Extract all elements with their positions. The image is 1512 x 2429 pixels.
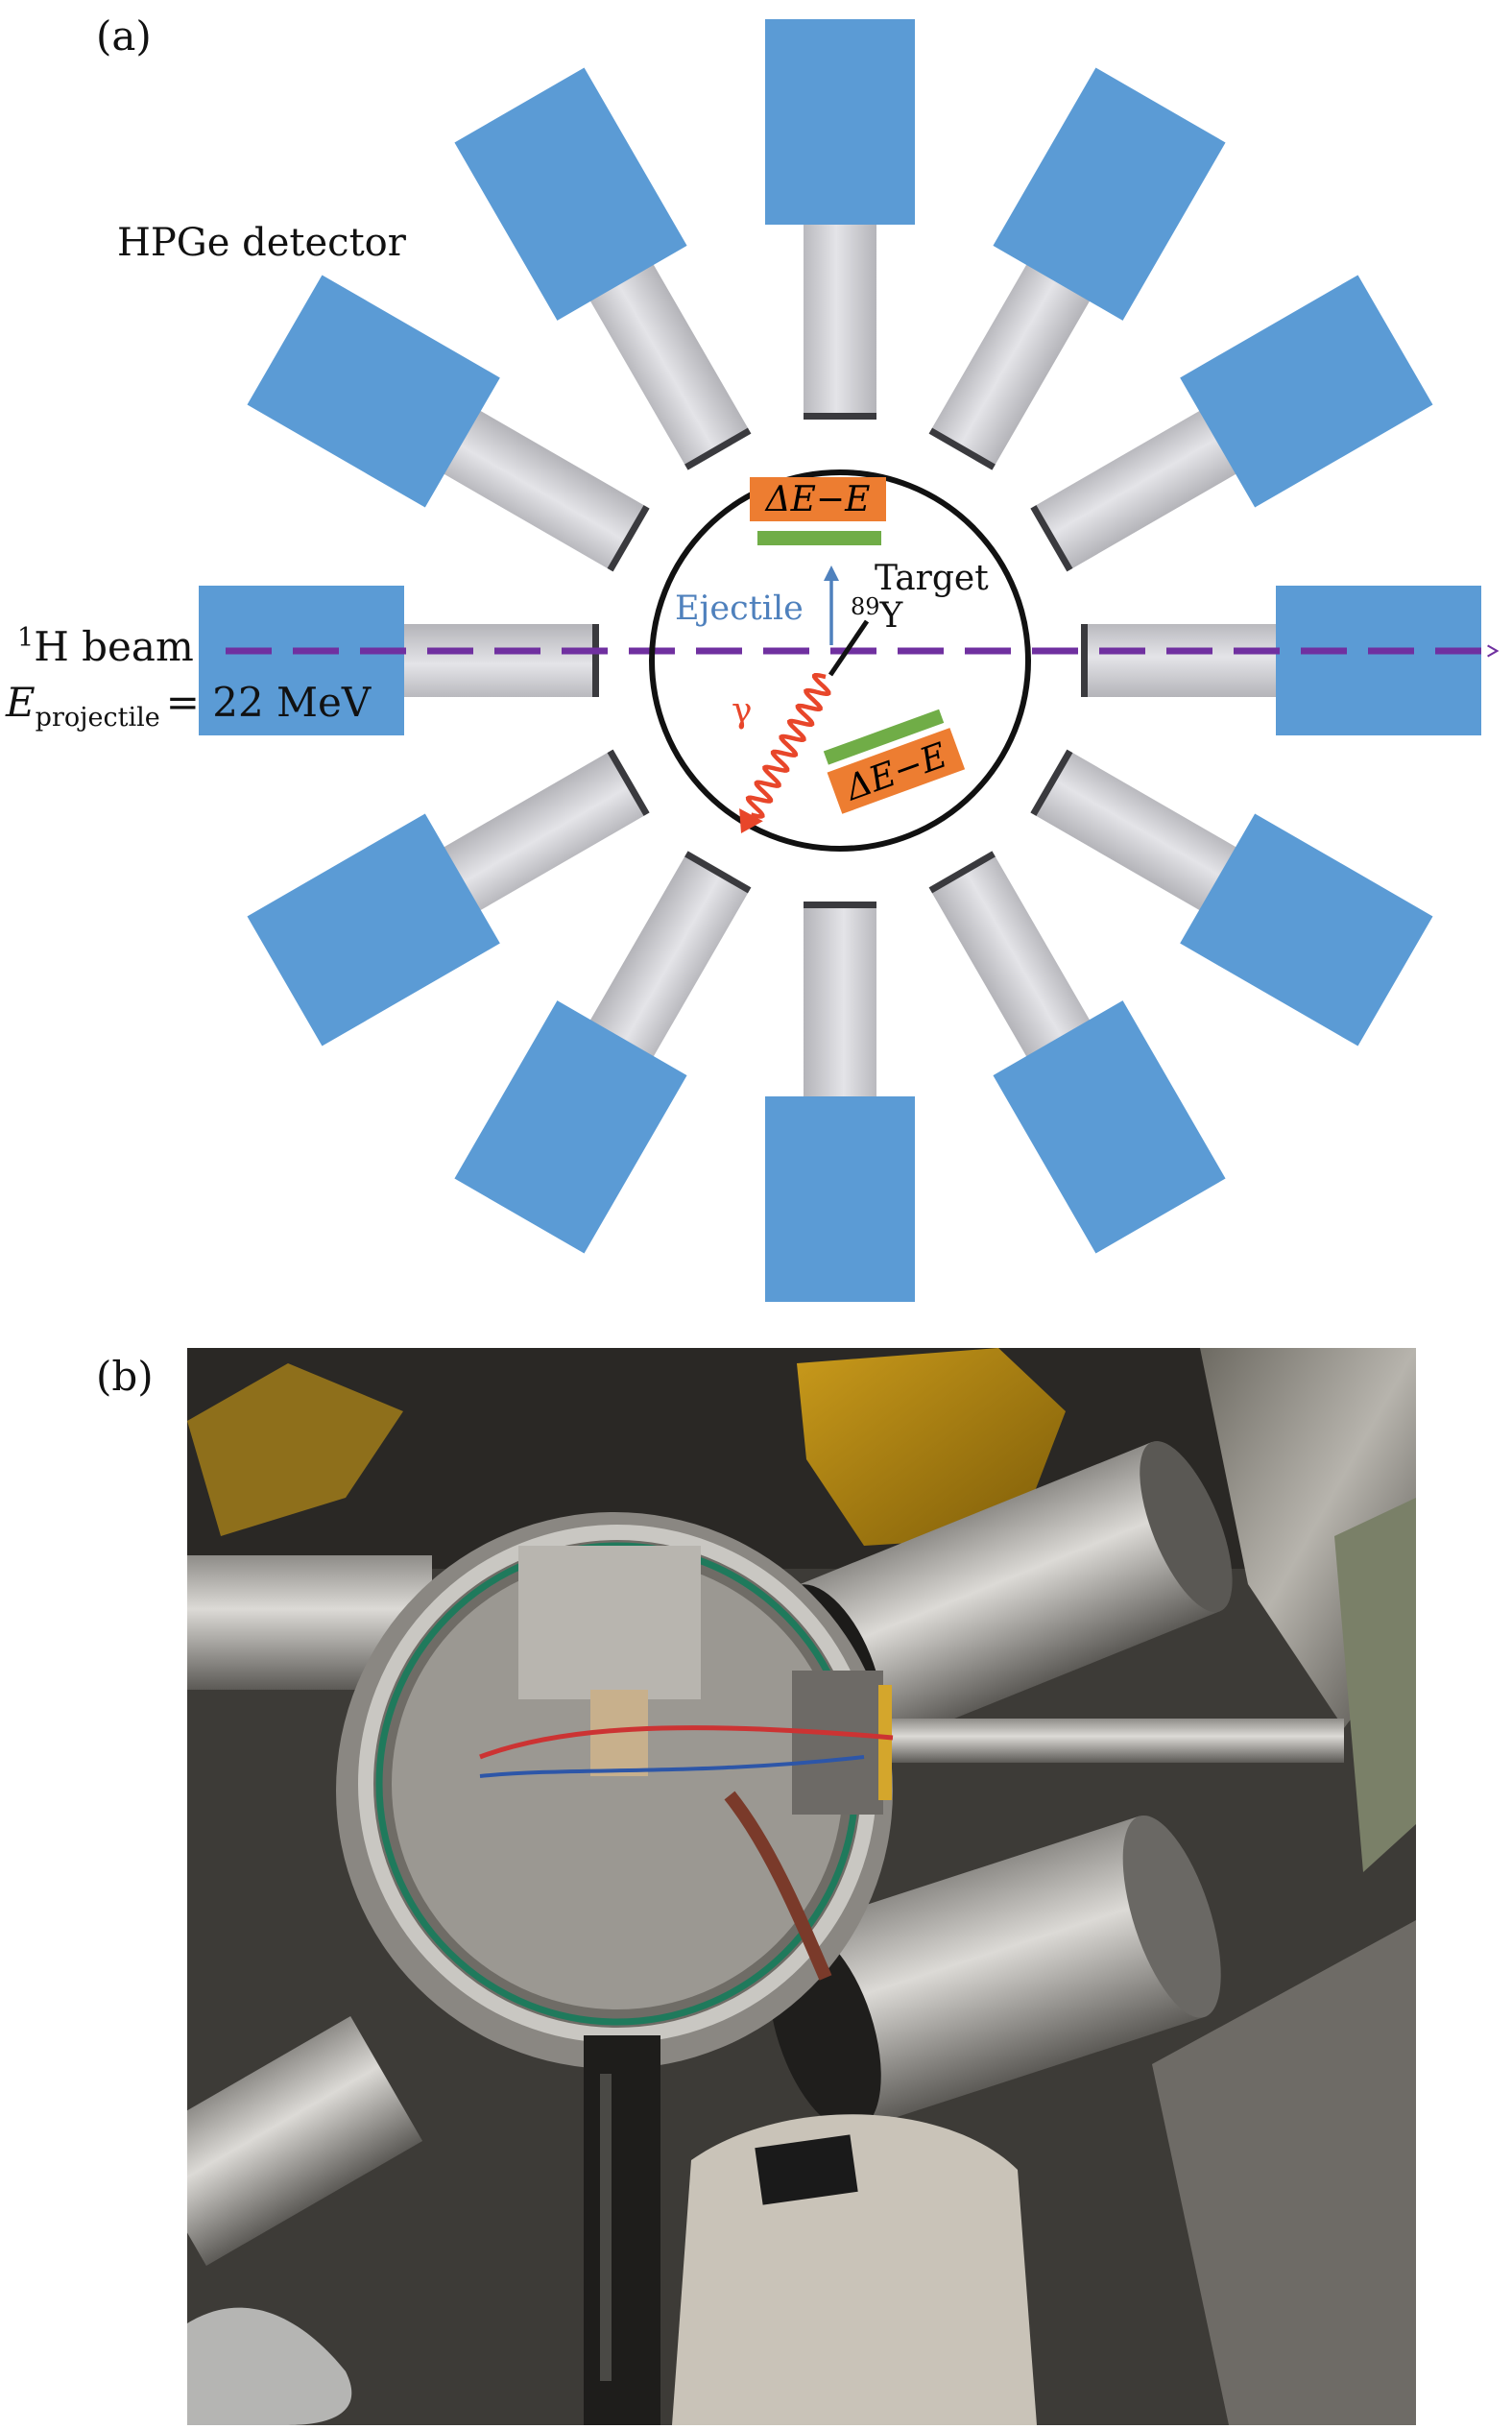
panel-b: (b) (96, 1348, 1416, 2425)
detector-crystal-housing (443, 750, 649, 911)
detector-front-window (607, 505, 650, 572)
support-post (584, 2035, 660, 2425)
telescope-upper-label: ΔE−E (764, 480, 871, 519)
detector-dewar (454, 67, 687, 321)
yellow-shield-block (797, 1348, 1066, 1546)
hpge-detector-5 (1030, 749, 1433, 1046)
detector-ring (199, 19, 1481, 1302)
gamma-ray-wave (745, 672, 831, 819)
target-nucleus-label: 89Y (851, 593, 904, 636)
detector-front-window (928, 427, 996, 470)
detector-crystal-housing (804, 902, 876, 1098)
projectile-energy-label: Eprojectile= 22 MeV (5, 679, 372, 733)
hpge-detector-3 (1030, 275, 1433, 572)
detector-crystal-housing (589, 263, 751, 469)
detector-dewar (199, 586, 404, 735)
telescope-connector (878, 1685, 892, 1800)
background-equipment (1334, 1498, 1416, 1872)
panel-a-label: (a) (96, 12, 152, 60)
detector-crystal-housing (589, 852, 751, 1058)
detector-label: HPGe detector (117, 221, 407, 265)
beam-label: 1H beam (17, 623, 194, 670)
detector-crystal-housing (804, 223, 876, 419)
target-holder (518, 1546, 701, 1699)
hpge-detector-11 (247, 275, 650, 572)
chamber-interior (392, 1558, 843, 2009)
detector-front-window (804, 413, 876, 420)
panel-a: (a) ΔE−E ΔE−E HPGe detector 1H beam Epro… (5, 12, 1500, 1302)
target-chamber (649, 469, 1031, 852)
signal-cable-red (479, 1725, 894, 1760)
detector-dewar (1180, 813, 1433, 1046)
detector-front-window (592, 624, 599, 697)
detector-front-window (684, 427, 752, 470)
detector-crystal-housing (402, 624, 598, 697)
lower-right-frame (1152, 1920, 1416, 2425)
detector-front-window (607, 749, 650, 816)
setup-photograph (187, 1348, 1416, 2425)
hpge-cylinder-lower (768, 1815, 1221, 2131)
hpge-detector-9 (247, 749, 650, 1046)
hpge-detector-10 (199, 586, 599, 735)
detector-crystal-housing (443, 410, 649, 571)
detector-dewar (993, 1000, 1226, 1254)
detector-dewar (1180, 275, 1433, 508)
detector-dewar (247, 275, 500, 508)
target-foil (828, 619, 870, 677)
hpge-detector-6 (928, 851, 1226, 1254)
ejectile-label: Ejectile (675, 589, 804, 628)
aluminium-foil (187, 2307, 352, 2425)
detector-crystal-housing (929, 852, 1091, 1058)
signal-cable-blue (479, 1755, 865, 1778)
ribbon-cable (724, 1791, 832, 1981)
hpge-detector-8 (454, 851, 752, 1254)
gamma-arrow-head (739, 808, 763, 833)
yellow-shield-left (187, 1363, 403, 1536)
hpge-detector-12 (454, 67, 752, 470)
hpge-detector-1 (765, 19, 915, 420)
detector-crystal-housing (929, 263, 1091, 469)
detector-crystal-housing (1031, 410, 1237, 571)
bucket-label-patch (755, 2134, 858, 2205)
detector-front-window (684, 851, 752, 894)
beam-pipe (845, 1719, 1344, 1763)
support-post-highlight (600, 2074, 612, 2381)
hpge-detector-4 (1081, 586, 1481, 735)
detector-dewar (765, 19, 915, 225)
plastic-bucket (672, 2114, 1037, 2425)
gamma-label: γ (732, 691, 753, 731)
detector-dewar (247, 813, 500, 1046)
target-label: Target (875, 559, 989, 598)
hpge-detector-7 (765, 902, 915, 1302)
telescope-mount (792, 1671, 883, 1815)
detector-front-window (1030, 749, 1073, 816)
telescope-upper-delta-e (750, 477, 886, 521)
telescope-lower: ΔE−E (823, 709, 966, 814)
telescope-lower-delta-e (827, 728, 966, 814)
detector-dewar (1276, 586, 1481, 735)
telescope-upper: ΔE−E (750, 477, 886, 545)
detector-front-window (928, 851, 996, 894)
telescope-lower-e (823, 709, 945, 765)
detector-crystal-housing (1031, 750, 1237, 911)
detector-front-window (804, 902, 876, 908)
detector-dewar (454, 1000, 687, 1254)
hpge-detector-2 (928, 67, 1226, 470)
hpge-cylinder-lower-left (187, 2016, 423, 2266)
detector-dewar (765, 1096, 915, 1302)
telescope-upper-e (757, 531, 881, 545)
detector-front-window (1081, 624, 1088, 697)
panel-b-label: (b) (96, 1353, 154, 1400)
detector-front-window (1030, 505, 1073, 572)
detector-crystal-housing (1082, 624, 1278, 697)
detector-dewar (993, 67, 1226, 321)
